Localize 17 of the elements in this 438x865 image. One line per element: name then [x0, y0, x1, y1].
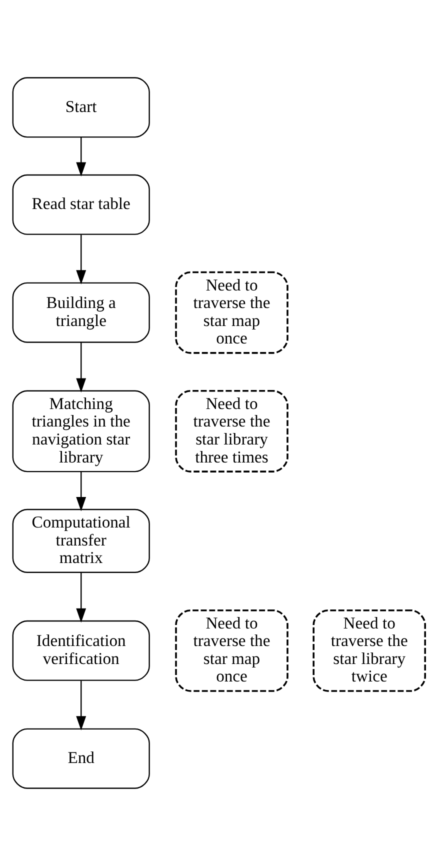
arrow [76, 234, 86, 284]
arrow [76, 572, 86, 622]
arrow [76, 471, 86, 511]
node-box: Identification verification [12, 620, 150, 680]
node-box: End [12, 728, 150, 788]
arrow [76, 136, 86, 176]
node-box: Start [12, 76, 150, 138]
node-box: Matching triangles in the navigation star library [12, 390, 150, 472]
node-box: Need to traverse the star map once [175, 270, 288, 354]
node-box: Need to traverse the star map once [175, 608, 288, 692]
arrow [76, 342, 86, 392]
node-box: Building a triangle [12, 282, 150, 342]
node-box: Need to traverse the star library three times [175, 390, 288, 472]
node-box: Computational transfer matrix [12, 508, 150, 572]
arrow [76, 680, 86, 730]
node-box: Need to traverse the star library twice [312, 608, 426, 692]
node-box: Read star table [12, 174, 150, 234]
